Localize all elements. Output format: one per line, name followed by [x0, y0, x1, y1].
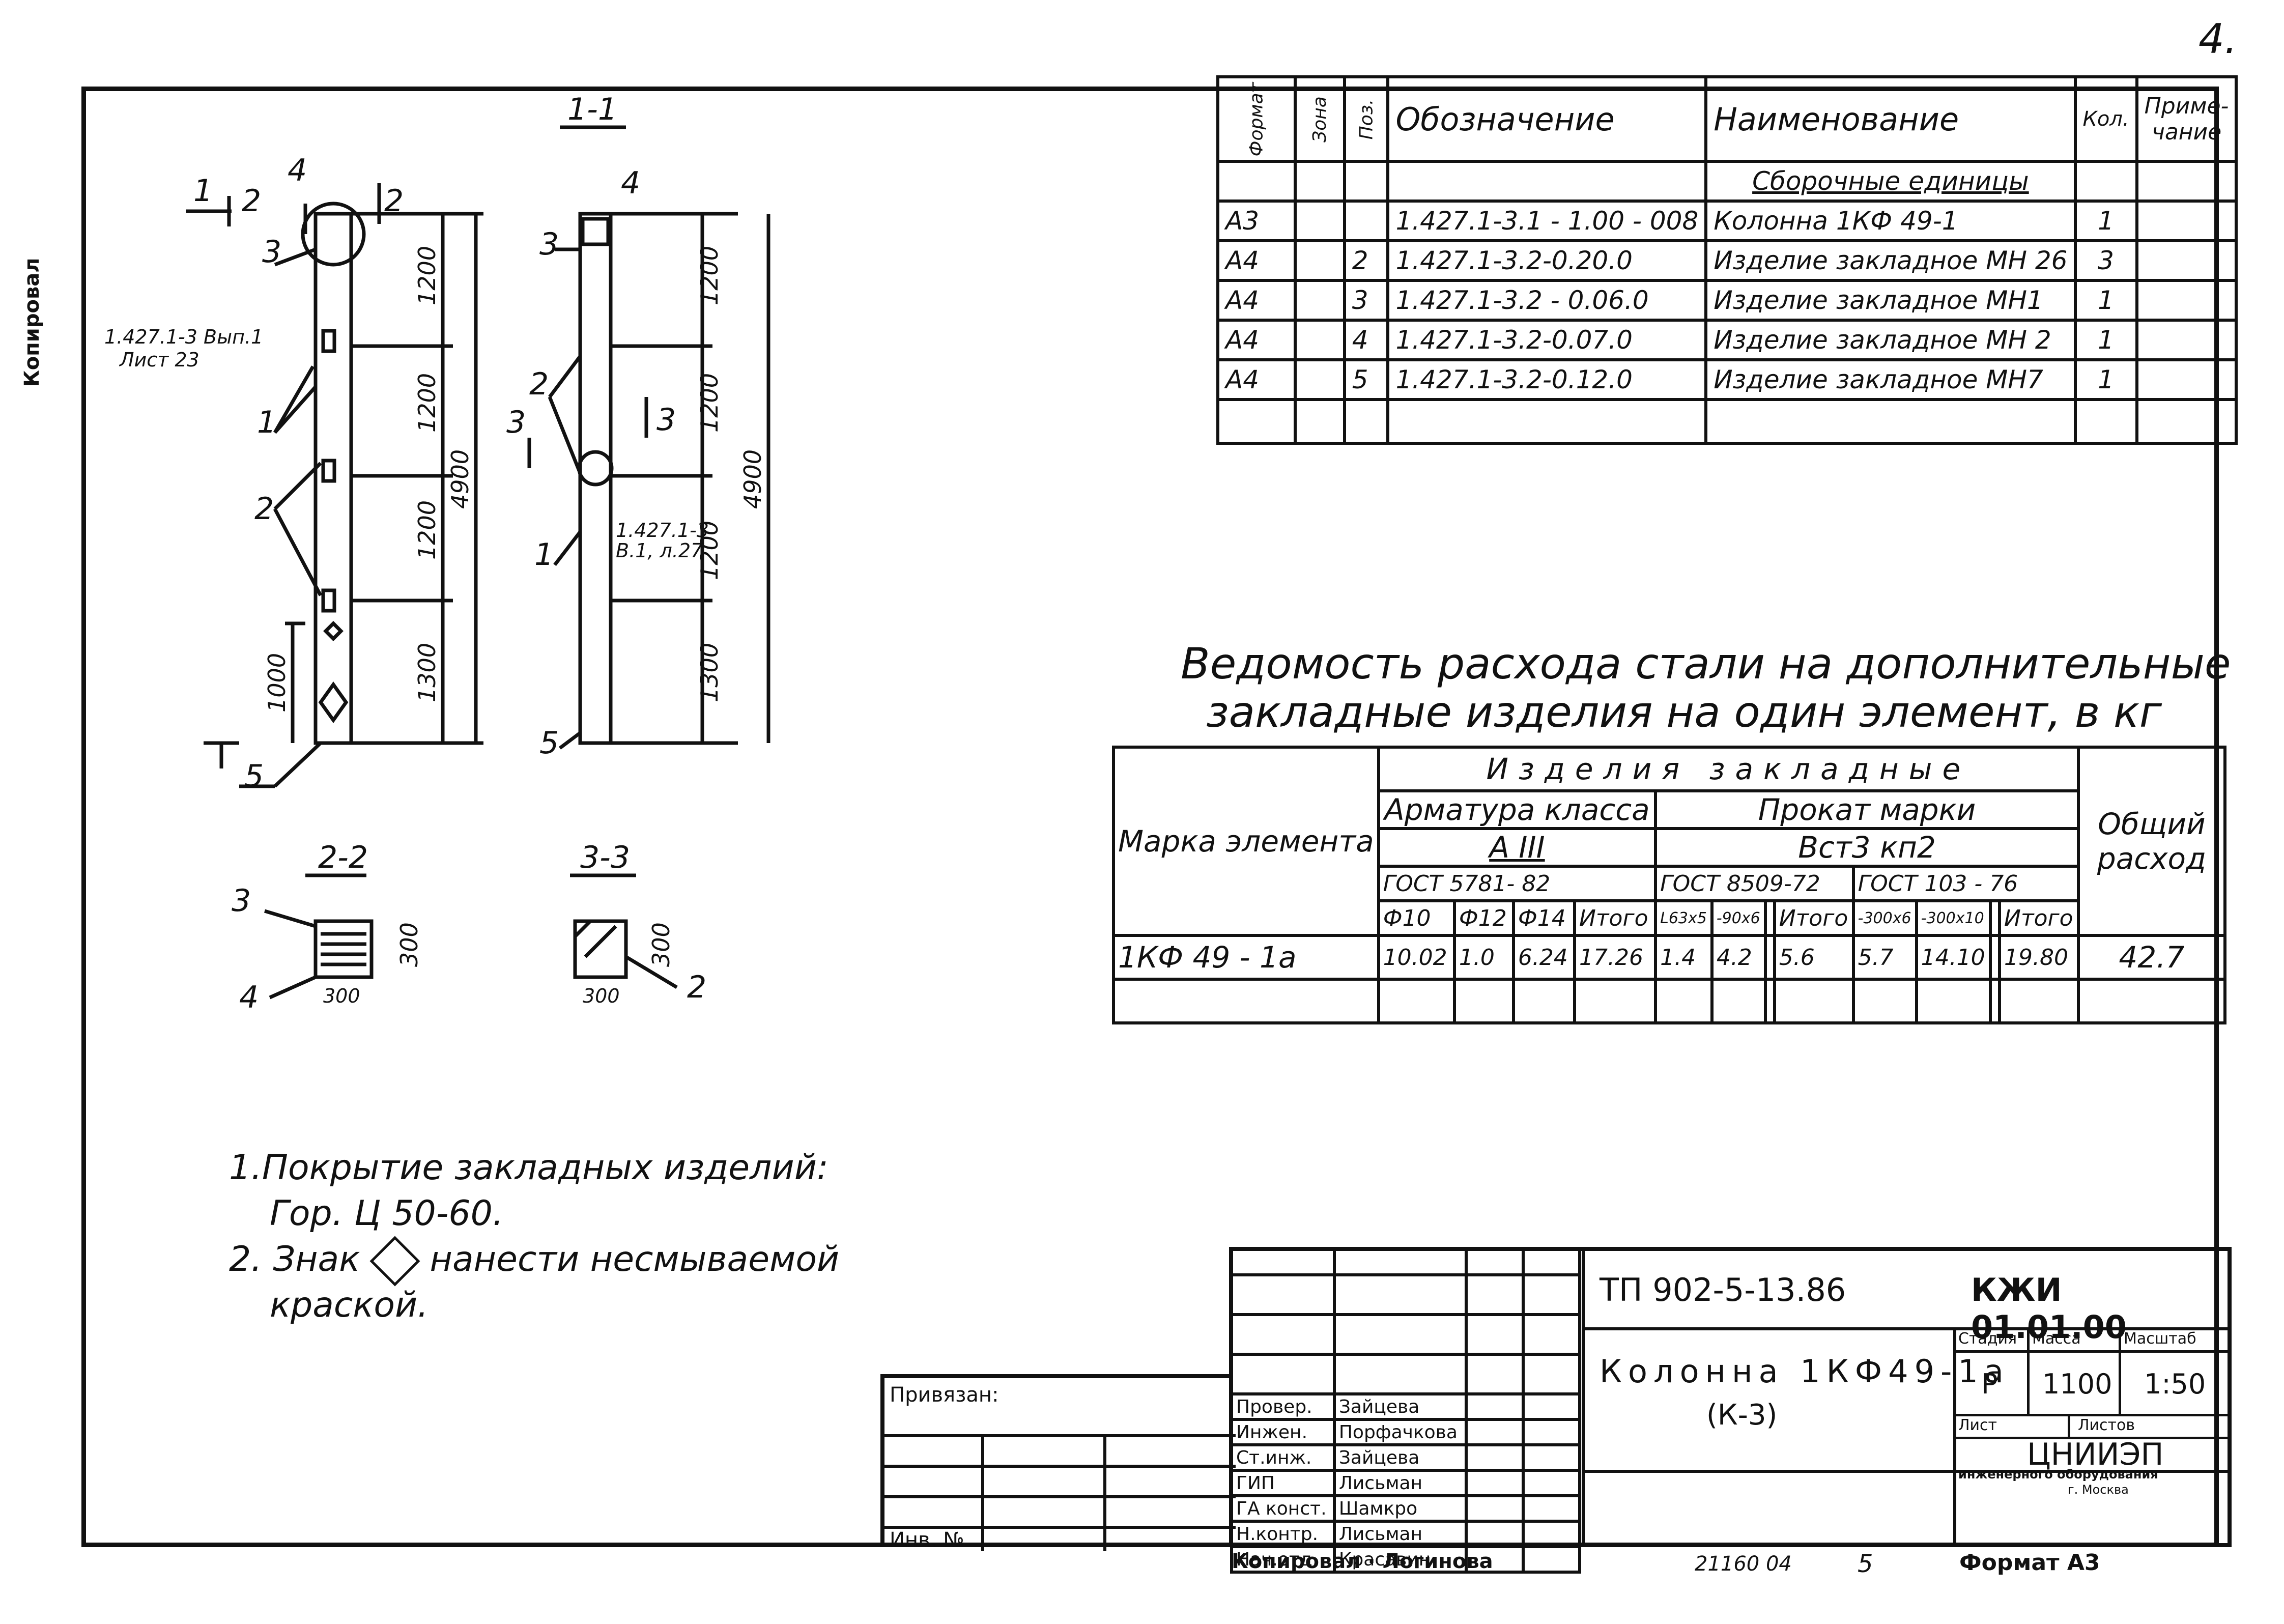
svg-text:4: 4 [621, 165, 640, 201]
page-number: 4. [2199, 15, 2238, 63]
svg-text:300: 300 [323, 985, 360, 1007]
format-label: Формат А3 [1959, 1550, 2100, 1576]
svg-text:1200: 1200 [413, 500, 441, 560]
svg-text:1000: 1000 [263, 653, 291, 713]
column-drawing: 1-1 2-2 3-3 1 2 4 2 3 1 2 5 4 3 2 3 3 1 … [104, 92, 770, 1015]
svg-text:3: 3 [262, 234, 281, 270]
svg-text:1: 1 [257, 405, 276, 440]
svg-text:4900: 4900 [739, 449, 766, 509]
svg-text:1200: 1200 [696, 373, 723, 433]
steel-title-1: Ведомость расхода стали на дополнительны… [1181, 639, 2231, 689]
steel-title-2: закладные изделия на один элемент, в кг [1206, 687, 2162, 737]
sheet-number: 5 [1858, 1550, 1873, 1578]
svg-text:300: 300 [647, 922, 675, 967]
drawing-title: Колонна 1КФ49-1а [1600, 1353, 2010, 1390]
steel-table: Марка элемента Изделия закладные Общий р… [1112, 746, 2226, 1024]
privyazan-block: Привязан: Инв. № [880, 1374, 1236, 1552]
svg-text:1200: 1200 [413, 373, 441, 433]
svg-text:2: 2 [254, 491, 274, 527]
svg-text:300: 300 [395, 922, 423, 967]
org-name: ЦНИИЭП [2027, 1437, 2164, 1472]
svg-text:1.427.1-3 Вып.1: 1.427.1-3 Вып.1 [104, 326, 263, 348]
svg-text:2: 2 [384, 183, 404, 219]
sec-2-2: 2-2 [318, 840, 368, 875]
spec-table: Формат Зона Поз. Обозначение Наименовани… [1216, 75, 2238, 445]
svg-text:1300: 1300 [696, 643, 723, 702]
svg-text:3: 3 [539, 226, 559, 262]
svg-text:5: 5 [539, 725, 559, 761]
drawing-code: КЖИ 01.01.00 [1971, 1271, 2127, 1346]
svg-text:Лист 23: Лист 23 [119, 349, 199, 371]
svg-text:1: 1 [534, 537, 554, 573]
svg-text:1300: 1300 [413, 643, 441, 702]
role-row: Провер.Зайцева [1230, 1392, 1581, 1421]
svg-text:4900: 4900 [446, 449, 474, 509]
svg-text:1200: 1200 [696, 246, 723, 305]
svg-text:300: 300 [583, 985, 620, 1007]
svg-text:2: 2 [242, 183, 261, 219]
role-row: Нач.отд.Красавин [1230, 1545, 1581, 1574]
title-block: Провер.Зайцева Инжен.Порфачкова Ст.инж.З… [1229, 1247, 2232, 1574]
svg-text:4: 4 [239, 980, 259, 1015]
mark-symbol-icon [369, 1236, 420, 1287]
svg-text:1: 1 [193, 173, 213, 209]
svg-text:3: 3 [232, 883, 251, 919]
svg-text:1200: 1200 [413, 246, 441, 305]
sec-3-3: 3-3 [580, 840, 630, 875]
svg-text:5: 5 [244, 758, 264, 794]
role-row: Инжен.Порфачкова [1230, 1418, 1581, 1446]
svg-text:3: 3 [506, 405, 526, 440]
notes: 1.Покрытие закладных изделий: Гор. Ц 50-… [229, 1148, 840, 1325]
sec-1-1: 1-1 [567, 92, 617, 127]
svg-text:В.1, л.27: В.1, л.27 [616, 539, 703, 562]
project-code: ТП 902-5-13.86 [1600, 1271, 1846, 1308]
copied-label: Копировал · Логинова [1232, 1550, 1493, 1573]
order-number: 21160 04 [1695, 1552, 1792, 1576]
role-row: ГА конст.Шамкро [1230, 1494, 1581, 1523]
svg-text:1.427.1-3: 1.427.1-3 [616, 519, 709, 542]
svg-text:4: 4 [288, 153, 307, 188]
role-row: Н.контр.Лисьман [1230, 1520, 1581, 1548]
svg-text:3: 3 [656, 402, 676, 438]
svg-text:1200: 1200 [696, 521, 723, 580]
role-row: Ст.инж.Зайцева [1230, 1443, 1581, 1472]
svg-text:2: 2 [529, 366, 549, 402]
svg-text:2: 2 [687, 970, 706, 1005]
